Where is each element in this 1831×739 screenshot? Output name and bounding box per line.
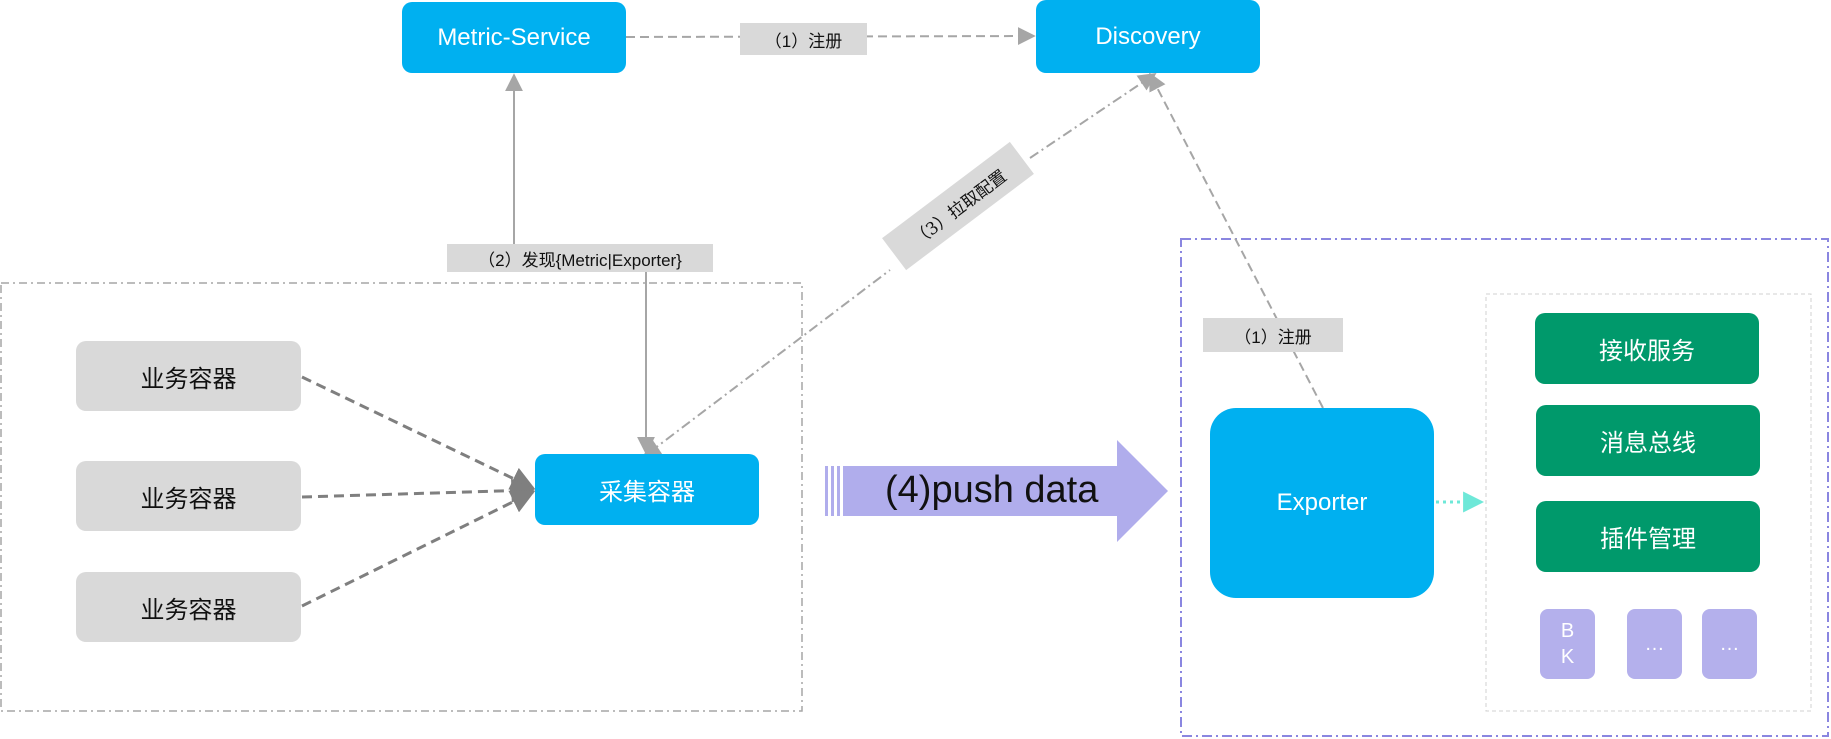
plugin-management-module[interactable]: 插件管理 [1536, 501, 1760, 572]
receive-service-module[interactable]: 接收服务 [1535, 313, 1759, 384]
collection-frame [0, 282, 803, 712]
register-exporter-edge [1149, 72, 1324, 409]
push-data-label: (4)push data [885, 469, 1099, 511]
discover-label: （2）发现{Metric|Exporter} [447, 244, 713, 272]
collector-node[interactable]: 采集容器 [535, 454, 759, 525]
module-frame [1485, 293, 1812, 712]
plugin-more[interactable]: … [1627, 609, 1682, 679]
pull-config-edge-a [649, 269, 891, 453]
plugin-bk[interactable]: B K [1540, 609, 1595, 679]
message-bus-module[interactable]: 消息总线 [1536, 405, 1760, 476]
register-exporter-label: （1）注册 [1203, 318, 1343, 352]
discovery-node[interactable]: Discovery [1036, 0, 1260, 73]
business-container-node[interactable]: 业务容器 [76, 572, 301, 642]
register-metric-label: （1）注册 [740, 23, 867, 55]
business-container-node[interactable]: 业务容器 [76, 341, 301, 411]
exporter-node[interactable]: Exporter [1210, 408, 1434, 598]
business-edge-3 [301, 490, 536, 608]
metric-service-node[interactable]: Metric-Service [402, 2, 626, 73]
business-edge-2 [301, 478, 536, 503]
business-container-node[interactable]: 业务容器 [76, 461, 301, 531]
plugin-more[interactable]: … [1702, 609, 1757, 679]
pull-config-edge-b [1029, 72, 1157, 159]
exporter-frame [1180, 238, 1829, 737]
push-data-arrow [825, 440, 1168, 542]
business-edge-1 [301, 375, 536, 490]
